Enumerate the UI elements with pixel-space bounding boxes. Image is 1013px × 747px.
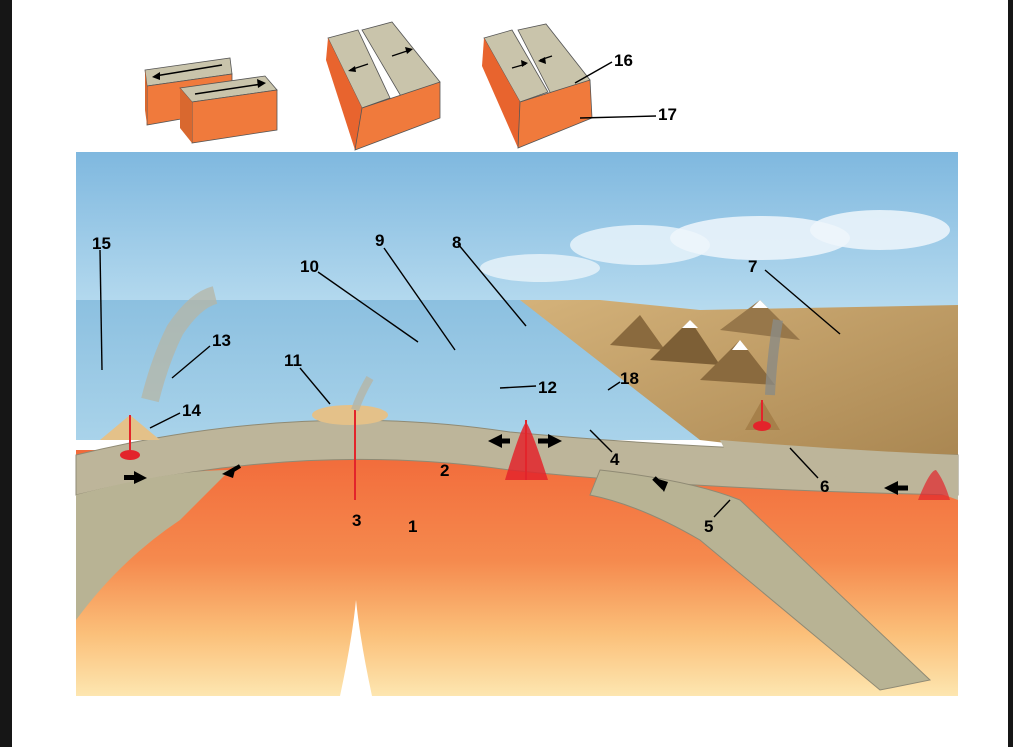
continental-plate <box>720 440 958 500</box>
hot-spot-island <box>312 405 388 425</box>
ocean <box>76 300 720 440</box>
label-18: 18 <box>620 369 639 388</box>
block-label-16: 16 <box>614 51 633 70</box>
label-15: 15 <box>92 234 111 253</box>
right-window-edge <box>1008 0 1013 747</box>
volcano-plume-left <box>141 286 218 403</box>
label-3: 3 <box>352 511 361 530</box>
label-5: 5 <box>704 517 713 536</box>
convergent-boundary-block <box>482 23 593 149</box>
cross-section: 15 13 14 11 10 9 8 12 18 7 2 4 6 3 1 5 <box>75 152 959 696</box>
label-10: 10 <box>300 257 319 276</box>
block-label-17: 17 <box>658 105 677 124</box>
leader-17 <box>579 115 657 119</box>
left-subducting-slab <box>76 470 230 620</box>
label-7: 7 <box>748 257 757 276</box>
label-9: 9 <box>375 231 384 250</box>
label-6: 6 <box>820 477 829 496</box>
divergent-boundary-block <box>326 21 441 151</box>
label-1: 1 <box>408 517 417 536</box>
leader-16 <box>574 61 613 84</box>
label-11: 11 <box>284 351 302 370</box>
label-4: 4 <box>610 450 620 469</box>
leader-lines <box>99 243 841 518</box>
left-window-edge <box>0 0 12 747</box>
label-8: 8 <box>452 233 461 252</box>
label-12: 12 <box>538 378 557 397</box>
plume-gap <box>340 600 372 696</box>
volcano-plume-right <box>765 319 783 396</box>
label-13: 13 <box>212 331 231 350</box>
label-14: 14 <box>182 401 201 420</box>
motion-arrows <box>124 434 908 495</box>
transform-boundary-block <box>144 57 278 144</box>
label-2: 2 <box>440 461 449 480</box>
